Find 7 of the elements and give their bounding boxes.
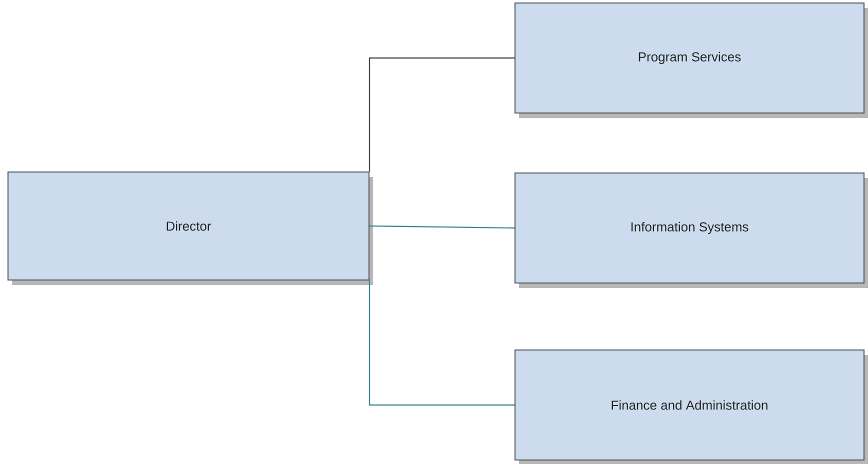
- connector-line: [368, 280, 514, 406]
- connector-line: [370, 225, 515, 229]
- org-box: Director: [8, 172, 373, 285]
- org-box: Program Services: [514, 2, 868, 118]
- org-box: Information Systems: [514, 172, 868, 288]
- org-box: Finance and Administration: [514, 350, 868, 464]
- connector-line: [368, 57, 514, 172]
